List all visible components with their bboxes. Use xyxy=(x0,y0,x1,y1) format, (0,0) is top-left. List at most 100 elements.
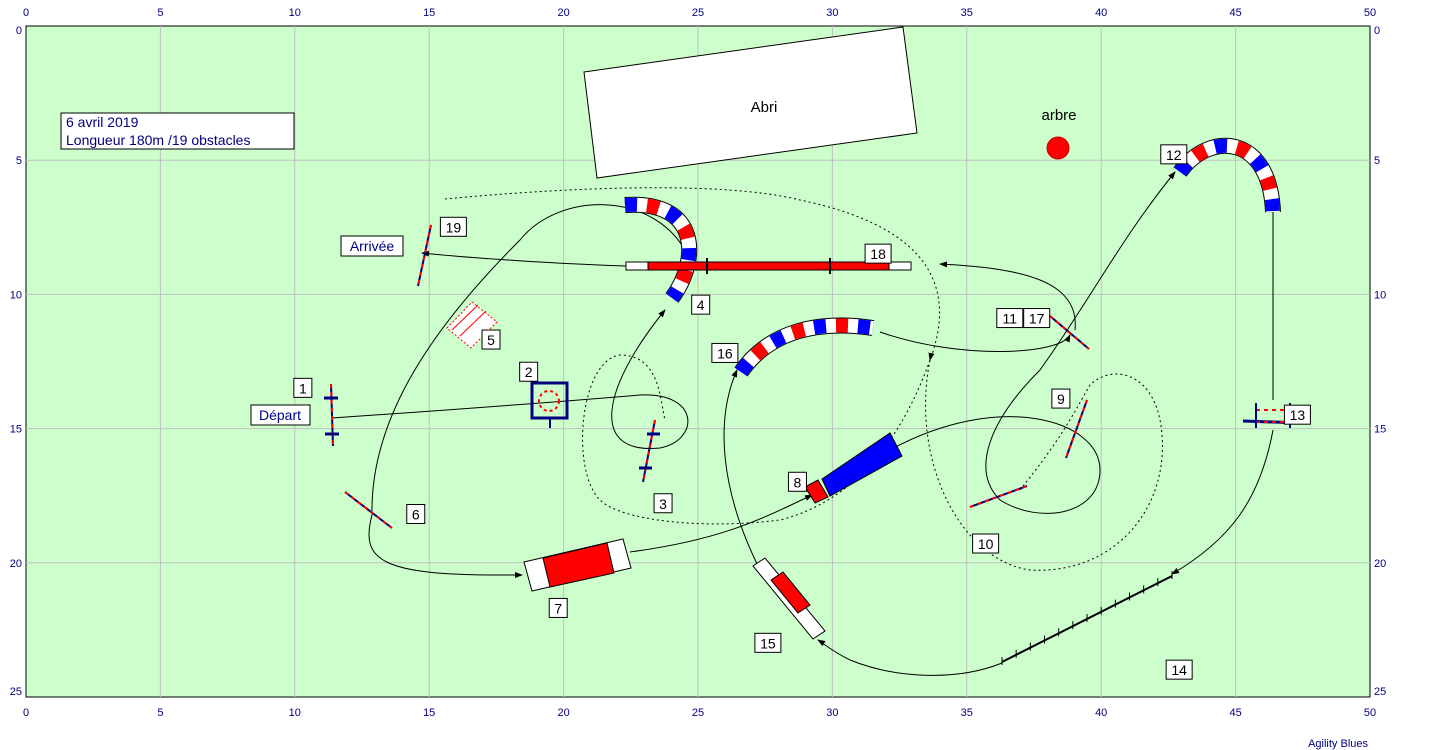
obstacle-number: 1 xyxy=(293,377,313,398)
jump-11-17 xyxy=(1043,310,1090,350)
obstacle-number-text: 16 xyxy=(717,345,733,361)
y-tick-label-left: 10 xyxy=(10,289,22,301)
walk-path xyxy=(444,187,1163,571)
obstacle-number: 11 xyxy=(996,308,1024,329)
obstacle-number: 19 xyxy=(439,216,467,237)
start-label: Départ xyxy=(259,407,301,423)
x-tick-label-top: 15 xyxy=(423,7,435,19)
obstacle-number-text: 7 xyxy=(554,600,562,616)
x-tick-label-top: 20 xyxy=(557,7,569,19)
x-tick-label-top: 45 xyxy=(1229,7,1241,19)
x-tick-label-top: 25 xyxy=(692,7,704,19)
obstacle-number-text: 11 xyxy=(1003,311,1018,327)
y-tick-label-left: 25 xyxy=(10,686,22,698)
obstacle-number: 9 xyxy=(1051,388,1071,409)
obstacle-number: 18 xyxy=(864,243,892,264)
tunnel-16 xyxy=(734,317,875,377)
aframe-7 xyxy=(523,538,632,592)
x-tick-label-bottom: 50 xyxy=(1364,707,1376,719)
obstacle-number: 4 xyxy=(691,294,711,315)
obstacle-number-text: 18 xyxy=(870,246,886,262)
obstacle-number: 3 xyxy=(653,493,673,514)
obstacle-number: 7 xyxy=(548,597,568,618)
x-tick-label-top: 5 xyxy=(157,7,163,19)
obstacle-number-text: 9 xyxy=(1057,391,1065,407)
x-tick-label-top: 35 xyxy=(961,7,973,19)
y-tick-label-left: 20 xyxy=(10,558,22,570)
obstacle-number-text: 15 xyxy=(760,635,776,651)
x-tick-label-bottom: 30 xyxy=(826,707,838,719)
obstacle-number-text: 5 xyxy=(487,332,495,348)
x-tick-label-bottom: 0 xyxy=(23,707,29,719)
obstacle-number: 6 xyxy=(406,503,426,524)
x-tick-label-top: 50 xyxy=(1364,7,1376,19)
x-tick-label-bottom: 45 xyxy=(1229,707,1241,719)
info-box: 6 avril 2019 Longueur 180m /19 obstacles xyxy=(60,112,295,150)
course-length: Longueur 180m /19 obstacles xyxy=(66,132,250,148)
chute-8 xyxy=(804,432,903,504)
y-tick-label-left: 15 xyxy=(10,424,22,436)
jump-6 xyxy=(344,491,393,529)
obstacle-number-text: 1 xyxy=(299,380,307,396)
x-tick-label-top: 10 xyxy=(289,7,301,19)
x-tick-label-bottom: 35 xyxy=(961,707,973,719)
y-tick-label-right: 15 xyxy=(1374,424,1386,436)
x-tick-label-bottom: 40 xyxy=(1095,707,1107,719)
obstacle-number: 16 xyxy=(711,342,739,363)
obstacle-number-text: 17 xyxy=(1029,311,1045,327)
obstacle-number-text: 13 xyxy=(1290,407,1306,423)
tree-label: arbre xyxy=(1041,107,1076,124)
jump-19 xyxy=(417,224,432,287)
y-tick-label-right: 25 xyxy=(1374,686,1386,698)
obstacle-number-text: 6 xyxy=(412,506,420,522)
tree: arbre xyxy=(1041,107,1077,160)
obstacle-number: 17 xyxy=(1023,308,1051,329)
x-tick-label-top: 0 xyxy=(23,7,29,19)
tyre-2 xyxy=(530,381,569,428)
jump-5 xyxy=(446,301,498,349)
finish-marker: Arrivée xyxy=(340,235,404,257)
x-tick-label-bottom: 15 xyxy=(423,707,435,719)
obstacle-number-text: 2 xyxy=(525,364,533,380)
obstacle-number-text: 4 xyxy=(697,297,705,313)
jump-1 xyxy=(324,383,339,447)
shed-label: Abri xyxy=(751,99,778,116)
jump-9 xyxy=(1065,399,1088,459)
y-tick-label-right: 5 xyxy=(1374,155,1380,167)
obstacle-number: 13 xyxy=(1283,404,1311,425)
tunnel-12 xyxy=(1173,137,1281,213)
obstacle-number: 2 xyxy=(519,361,539,382)
obstacle-number-text: 10 xyxy=(978,536,994,552)
jump-10 xyxy=(969,485,1028,508)
obstacle-number: 12 xyxy=(1160,144,1188,165)
obstacle-number-text: 3 xyxy=(659,496,667,512)
obstacle-number: 5 xyxy=(481,329,501,350)
weave-14 xyxy=(1001,571,1173,665)
start-marker: Départ xyxy=(250,404,311,426)
shed: Abri xyxy=(583,26,918,179)
dogwalk-18 xyxy=(625,258,912,274)
x-tick-label-top: 40 xyxy=(1095,7,1107,19)
obstacle-number-text: 8 xyxy=(794,474,802,490)
obstacle-number-text: 14 xyxy=(1171,662,1187,678)
y-tick-label-right: 0 xyxy=(1374,25,1380,37)
jump-3 xyxy=(639,419,660,483)
credit: Agility Blues xyxy=(1308,738,1368,750)
x-tick-label-bottom: 20 xyxy=(557,707,569,719)
y-tick-label-right: 10 xyxy=(1374,289,1386,301)
y-tick-label-left: 0 xyxy=(16,25,22,37)
obstacle-number: 15 xyxy=(754,632,782,653)
obstacle-number: 10 xyxy=(972,533,1000,554)
seesaw-15 xyxy=(752,557,826,640)
tunnel-4 xyxy=(624,196,698,303)
obstacles xyxy=(324,137,1303,665)
x-tick-label-bottom: 25 xyxy=(692,707,704,719)
course-date: 6 avril 2019 xyxy=(66,114,139,130)
finish-label: Arrivée xyxy=(350,238,395,254)
obstacle-number-text: 12 xyxy=(1166,147,1182,163)
x-tick-label-top: 30 xyxy=(826,7,838,19)
obstacle-number: 8 xyxy=(787,471,807,492)
y-tick-label-left: 5 xyxy=(16,155,22,167)
